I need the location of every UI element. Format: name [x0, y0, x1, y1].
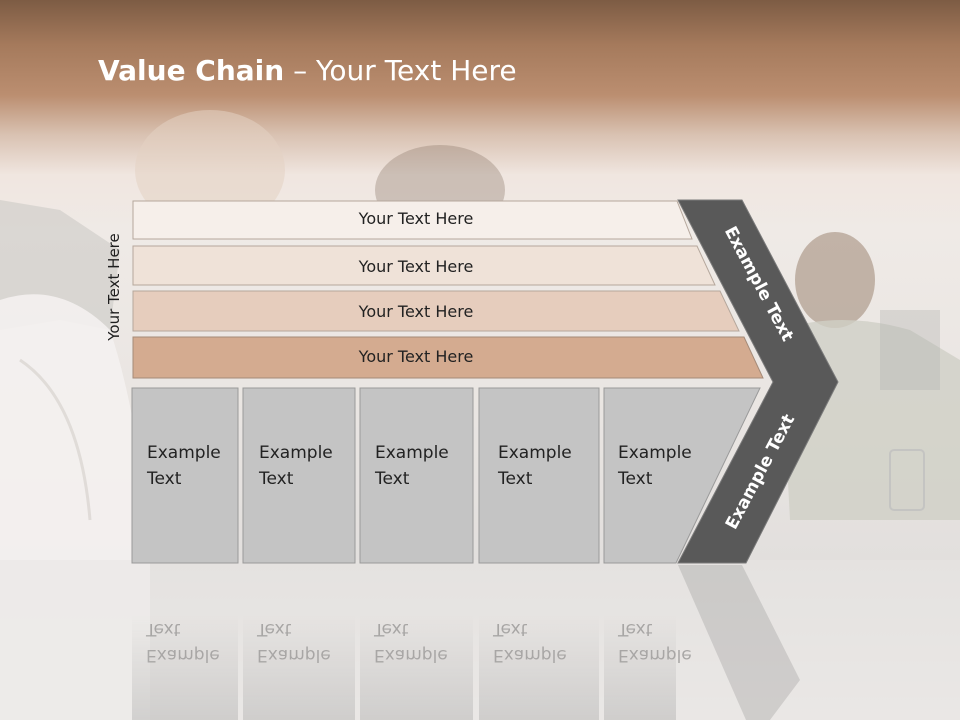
chevron: [677, 199, 839, 564]
box-3-text-area: Example Text: [361, 388, 473, 563]
box-5-label: Example Text: [618, 440, 692, 492]
box-5: [603, 387, 761, 564]
box-1-line2: Text: [147, 469, 182, 489]
bar-3: [132, 290, 740, 332]
title-rest: – Your Text Here: [284, 54, 517, 87]
box-3-line1: Example: [375, 443, 449, 463]
box-1-text-area: Example Text: [133, 388, 238, 563]
box-2-label: Example Text: [259, 440, 333, 492]
box-1: [131, 387, 239, 564]
box-4-line2: Text: [498, 469, 533, 489]
box-1-label: Example Text: [147, 440, 221, 492]
box-1-line1: Example: [147, 443, 221, 463]
box-5-line2: Text: [618, 469, 653, 489]
bar-2-label: Your Text Here: [358, 257, 474, 276]
bar-1-label: Your Text Here: [358, 209, 474, 228]
bar-3-label: Your Text Here: [358, 302, 474, 321]
slide-title: Value Chain – Your Text Here: [98, 54, 517, 87]
box-3: [359, 387, 474, 564]
bar-2: [132, 245, 716, 286]
box-4-text-area: Example Text: [484, 388, 599, 563]
box-4-line1: Example: [498, 443, 572, 463]
bar-1: [132, 200, 693, 240]
box-2: [242, 387, 356, 564]
box-5-text-area: Example Text: [604, 388, 724, 563]
bar-4: [132, 336, 764, 379]
box-3-line2: Text: [375, 469, 410, 489]
box-4: [478, 387, 600, 564]
title-bold: Value Chain: [98, 54, 285, 87]
box-2-line1: Example: [259, 443, 333, 463]
box-4-label: Example Text: [498, 440, 572, 492]
chevron-reflection: [678, 565, 800, 720]
box-3-label: Example Text: [375, 440, 449, 492]
box-5-line1: Example: [618, 443, 692, 463]
box-2-text-area: Example Text: [245, 388, 355, 563]
box-2-line2: Text: [259, 469, 294, 489]
bar-4-label: Your Text Here: [358, 347, 474, 366]
